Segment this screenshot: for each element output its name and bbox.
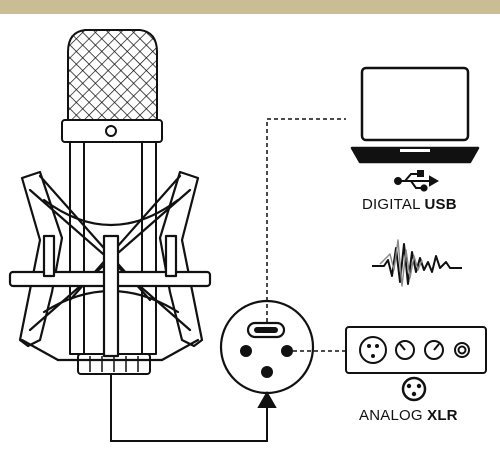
xlr-pin-2 — [281, 345, 293, 357]
xlr-word: XLR — [427, 407, 458, 424]
xlr-pin-1 — [240, 345, 252, 357]
xlr-connector-icon — [401, 376, 427, 402]
usb-symbol-icon — [394, 170, 440, 192]
digital-connection-line — [266, 118, 346, 322]
xlr-pin-3 — [261, 366, 273, 378]
analog-word: ANALOG — [359, 407, 423, 424]
laptop-icon — [350, 66, 480, 164]
top-accent-bar — [0, 0, 500, 14]
shock-mount — [8, 170, 212, 362]
connection-arrow — [110, 374, 277, 442]
microphone-grille — [67, 29, 158, 121]
digital-word: DIGITAL — [362, 196, 421, 213]
usb-word: USB — [424, 196, 457, 213]
analog-xlr-label: ANALOG XLR — [359, 407, 458, 424]
audio-waveform-icon — [372, 239, 462, 287]
digital-usb-label: DIGITAL USB — [362, 196, 457, 213]
microphone-indicator — [105, 125, 117, 137]
audio-interface-icon — [345, 326, 487, 374]
